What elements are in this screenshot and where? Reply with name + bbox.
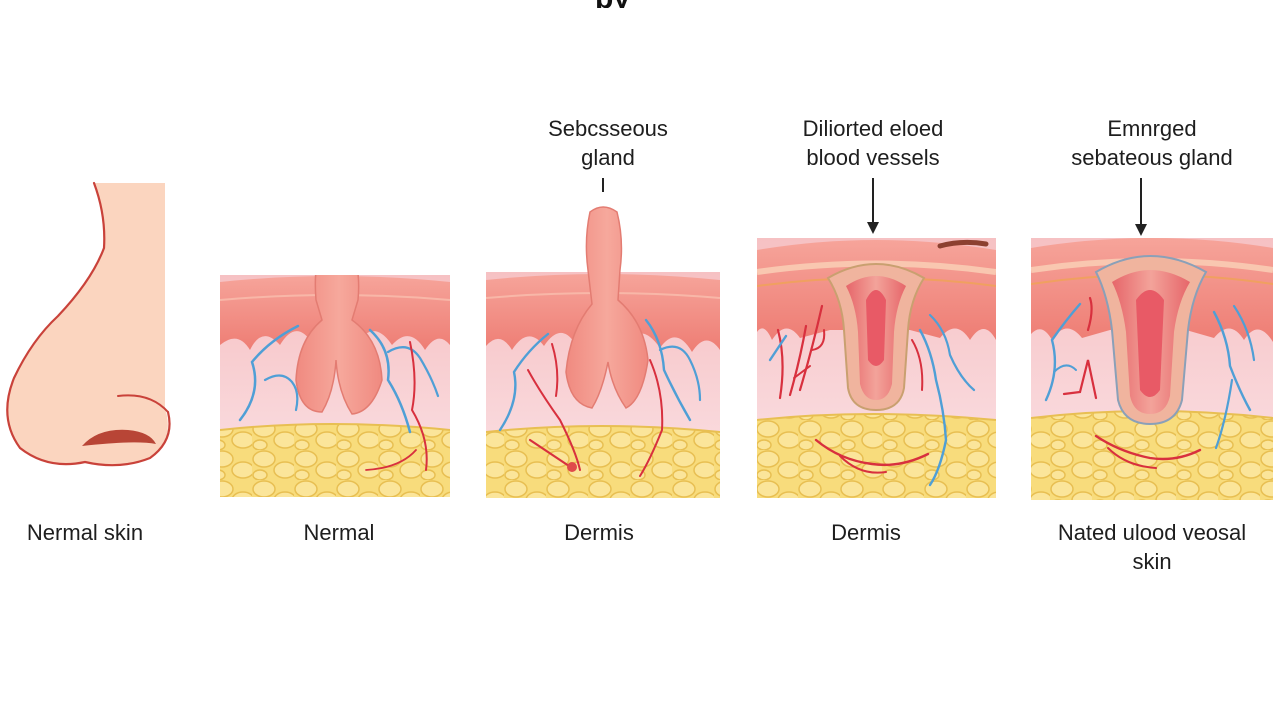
vessel-node (567, 462, 577, 472)
caption-panel4: Nated ulood veosal skin (1057, 520, 1247, 574)
callout-arrows (602, 178, 1147, 236)
vessels-panel3 (768, 304, 976, 487)
caption-nose: Nermal skin (26, 520, 144, 545)
dilated-follicle (826, 239, 989, 412)
title-fragment: py (595, 0, 725, 8)
caption-panel3: Dermis (831, 520, 901, 545)
nose-illustration (6, 181, 171, 467)
caption-panel1: Nermal (303, 520, 375, 545)
caption-panel2: Dermis (564, 520, 634, 545)
callout-dilated-vessels: Diliorted eloed blood vessels (802, 116, 944, 170)
sebaceous-gland-shape (565, 206, 649, 409)
skin-panel-normal (220, 275, 450, 497)
vessels-panel2 (498, 318, 702, 477)
enlarged-gland (1094, 255, 1208, 426)
callout-sebaceous-gland: Sebcsseous gland (548, 116, 668, 170)
callout-enlarged-gland: Emnrged sebateous gland (1071, 116, 1233, 170)
nostril (82, 429, 156, 446)
vessels-panel4 (1044, 296, 1256, 469)
